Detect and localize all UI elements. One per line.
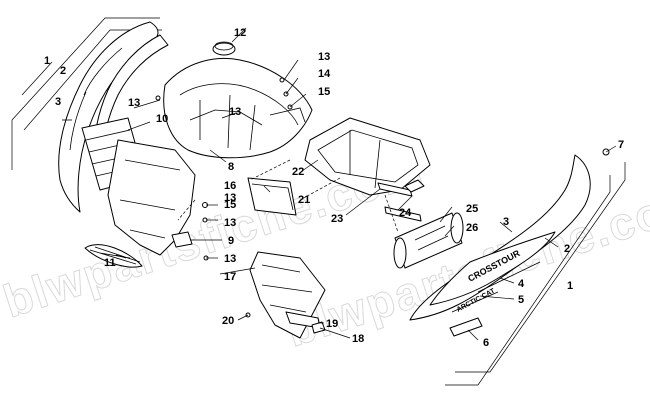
callout-22: 22 bbox=[292, 166, 304, 178]
callout-labels: 1 2 3 10 11 12 13 13 13 14 15 13 8 16 15… bbox=[44, 27, 624, 349]
callout-17: 17 bbox=[224, 271, 236, 283]
callout-13-c: 13 bbox=[229, 106, 241, 118]
lower-bracket-part-17 bbox=[249, 251, 326, 339]
callout-14: 14 bbox=[318, 68, 331, 80]
callout-21: 21 bbox=[298, 194, 310, 206]
tube-part-25-26 bbox=[393, 212, 464, 269]
front-lower-fascia bbox=[107, 139, 196, 256]
callout-18: 18 bbox=[352, 333, 364, 345]
callout-24: 24 bbox=[399, 207, 412, 219]
callout-13-f: 13 bbox=[224, 253, 236, 265]
callout-26: 26 bbox=[466, 222, 478, 234]
dashed-leaders bbox=[177, 159, 399, 233]
callout-23: 23 bbox=[331, 213, 343, 225]
callout-5: 5 bbox=[518, 294, 524, 306]
callout-2-left: 2 bbox=[60, 65, 66, 77]
callout-16: 16 bbox=[224, 180, 236, 192]
callout-15-a: 15 bbox=[318, 86, 330, 98]
callout-19: 19 bbox=[326, 318, 338, 330]
callout-9: 9 bbox=[228, 235, 234, 247]
callout-6: 6 bbox=[483, 337, 489, 349]
callout-2-right: 2 bbox=[564, 243, 570, 255]
callout-13-e: 13 bbox=[224, 217, 236, 229]
upper-hood bbox=[163, 57, 313, 159]
callout-13-d: 13 bbox=[224, 192, 236, 204]
callout-7: 7 bbox=[618, 139, 624, 151]
right-group-bracket bbox=[445, 162, 626, 386]
decal-part-16 bbox=[247, 177, 297, 216]
callout-3-left: 3 bbox=[55, 96, 61, 108]
callout-10: 10 bbox=[156, 113, 168, 125]
right-side-panel bbox=[409, 154, 591, 337]
callout-25: 25 bbox=[466, 203, 478, 215]
cap-part-12 bbox=[212, 41, 236, 56]
callout-20: 20 bbox=[222, 315, 234, 327]
callout-12: 12 bbox=[234, 27, 246, 39]
callout-8: 8 bbox=[228, 161, 234, 173]
callout-leaders bbox=[115, 27, 617, 341]
callout-1-left: 1 bbox=[44, 55, 50, 67]
callout-13-b: 13 bbox=[318, 51, 330, 63]
callout-1-right: 1 bbox=[567, 280, 573, 292]
callout-15-b: 15 bbox=[224, 199, 236, 211]
mesh-part-11 bbox=[84, 244, 143, 268]
callout-4: 4 bbox=[518, 278, 525, 290]
callout-3-right: 3 bbox=[503, 216, 509, 228]
callout-13-a: 13 bbox=[128, 97, 140, 109]
callout-11: 11 bbox=[104, 257, 116, 269]
